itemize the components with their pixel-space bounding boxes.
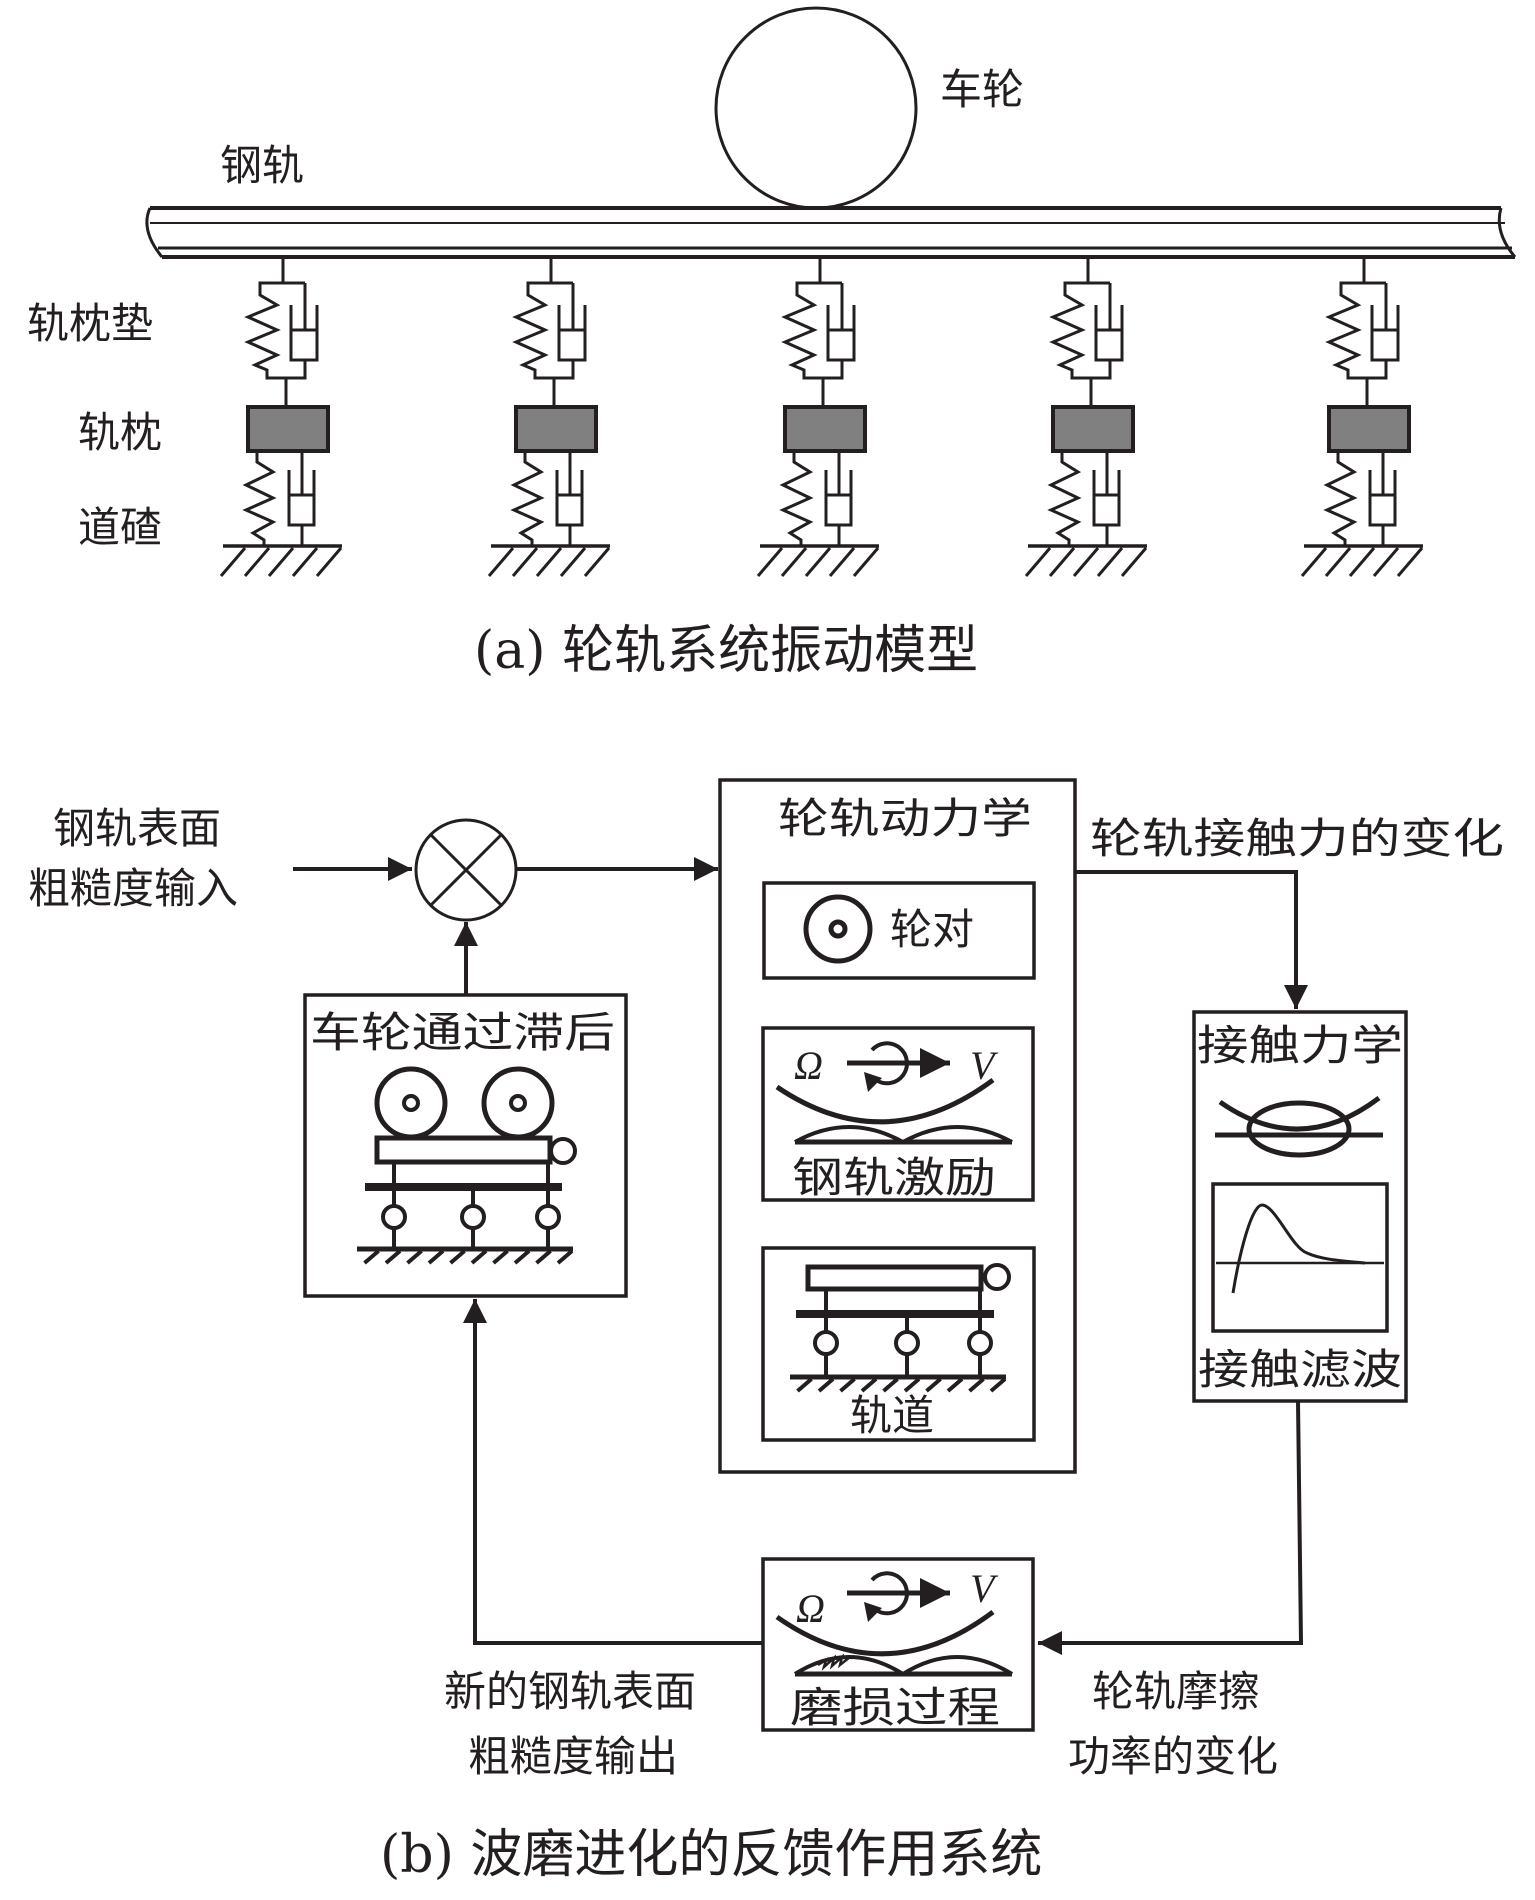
ground-hatch xyxy=(860,1377,878,1393)
ballast-label: 道碴 xyxy=(78,503,162,552)
friction-power-label-line2: 功率的变化 xyxy=(1068,1732,1278,1781)
contact-filter-graph-icon xyxy=(1211,1182,1389,1333)
ballast-spring-damper-icon xyxy=(1323,451,1397,546)
wheelset-subblock: 轮对 xyxy=(762,881,1036,980)
figure-b: 钢轨表面 粗糙度输入 车轮通过滞后 xyxy=(28,778,1504,1885)
track-subblock: 轨道 xyxy=(761,1246,1036,1442)
ground-hatch xyxy=(363,1249,380,1265)
ground-hatch xyxy=(903,1377,921,1393)
wear-process-label: 磨损过程 xyxy=(790,1683,1000,1732)
wheel-rail-dynamics-block: 轮轨动力学 轮对 Ω V xyxy=(718,778,1077,1474)
rail-pad-label: 轨枕垫 xyxy=(27,299,153,348)
ground-hatch xyxy=(406,1249,423,1265)
contact-filter-label: 接触滤波 xyxy=(1198,1345,1402,1394)
friction-power-arrow xyxy=(1038,1400,1304,1655)
contact-force-arrow xyxy=(1075,870,1308,1009)
ground-hatch xyxy=(882,1377,899,1393)
omega-symbol: Ω xyxy=(796,1586,825,1631)
track-label: 轨道 xyxy=(850,1391,934,1440)
rotation-arrow-icon xyxy=(847,1571,950,1622)
sleeper-label: 轨枕 xyxy=(78,408,162,457)
input-label-line2: 粗糙度输入 xyxy=(28,864,238,913)
rail-pad-spring-damper-icon xyxy=(1049,281,1124,380)
caption-a: (a) 轮轨系统振动模型 xyxy=(474,621,978,681)
ground-hatch xyxy=(535,1249,552,1265)
worn-rail-icon xyxy=(793,1653,1014,1677)
support-column xyxy=(1024,258,1148,577)
rail-pad-spring-damper-icon xyxy=(512,281,587,380)
friction-power-label-line1: 轮轨摩擦 xyxy=(1092,1667,1260,1716)
sleeper-block-icon xyxy=(514,405,598,453)
support-column xyxy=(1300,258,1424,577)
output-label-line2: 粗糙度输出 xyxy=(468,1732,678,1781)
rail-label: 钢轨 xyxy=(220,141,304,190)
sleeper-block-icon xyxy=(1051,405,1135,453)
sleeper-block-icon xyxy=(1327,405,1411,453)
vehicle-track-icon xyxy=(357,1066,577,1265)
ballast-spring-damper-icon xyxy=(779,451,853,546)
wheel-rail-dynamics-title: 轮轨动力学 xyxy=(778,794,1032,843)
input-label-line1: 钢轨表面 xyxy=(53,804,221,853)
output-label-line1: 新的钢轨表面 xyxy=(444,1667,696,1716)
caption-b: (b) 波磨进化的反馈作用系统 xyxy=(380,1825,1042,1885)
multiply-junction-icon xyxy=(414,818,518,922)
ground-hatch xyxy=(513,1249,531,1265)
ground-icon xyxy=(219,544,343,577)
support-column xyxy=(756,258,880,577)
sleeper-block-icon xyxy=(783,405,867,453)
wheel-label: 车轮 xyxy=(940,65,1024,114)
rail-supports xyxy=(219,258,1424,577)
omega-symbol: Ω xyxy=(794,1043,823,1088)
ground-hatch xyxy=(946,1377,964,1393)
wear-process-block: Ω V 磨损过程 xyxy=(761,1557,1035,1732)
contact-mechanics-block: 接触力学 接触滤波 xyxy=(1192,1010,1408,1403)
rail-roughness-icon xyxy=(794,1125,1013,1145)
wheelset-icon xyxy=(803,894,873,964)
velocity-symbol: V xyxy=(970,1566,999,1611)
wheel-passing-delay-block: 车轮通过滞后 xyxy=(303,993,628,1298)
wheel-passing-delay-title: 车轮通过滞后 xyxy=(310,1008,615,1057)
rail-excitation-label: 钢轨激励 xyxy=(792,1153,996,1202)
feedback-arrow xyxy=(463,1299,763,1645)
rail-pad-spring-damper-icon xyxy=(781,281,856,380)
ground-hatch xyxy=(817,1377,835,1393)
contact-patch-icon xyxy=(1215,1096,1383,1158)
ground-icon xyxy=(756,544,880,577)
ballast-spring-damper-icon xyxy=(510,451,584,546)
velocity-symbol: V xyxy=(970,1043,999,1088)
ballast-spring-damper-icon xyxy=(1047,451,1121,546)
rail-excitation-subblock: Ω V 钢轨激励 xyxy=(761,1026,1035,1202)
ground-hatch xyxy=(968,1377,985,1393)
ballast-spring-damper-icon xyxy=(242,451,316,546)
ground-icon xyxy=(1024,544,1148,577)
ground-hatch xyxy=(839,1377,856,1393)
figure-a: 车轮 钢轨 轨枕垫 轨枕 道碴 (a) 轮轨系统振动模型 xyxy=(27,6,1517,681)
rail-pad-spring-damper-icon xyxy=(244,281,319,380)
ground-hatch xyxy=(427,1249,445,1265)
wheel-arc-icon xyxy=(775,1609,995,1657)
rail-pad-spring-damper-icon xyxy=(1325,281,1400,380)
rail-icon xyxy=(145,206,1517,259)
track-icon xyxy=(790,1263,1011,1393)
ground-hatch xyxy=(796,1377,813,1393)
ground-hatch xyxy=(492,1249,509,1265)
ground-hatch xyxy=(925,1377,942,1393)
ground-icon xyxy=(487,544,611,577)
wheel-icon xyxy=(714,6,918,210)
sleeper-block-icon xyxy=(246,405,330,453)
ground-icon xyxy=(1300,544,1424,577)
ground-hatch xyxy=(470,1249,488,1265)
ground-hatch xyxy=(449,1249,466,1265)
contact-mechanics-title: 接触力学 xyxy=(1197,1021,1403,1070)
ground-hatch xyxy=(989,1377,1007,1393)
ground-hatch xyxy=(556,1249,574,1265)
ground-hatch xyxy=(384,1249,402,1265)
support-column xyxy=(487,258,611,577)
contact-force-label: 轮轨接触力的变化 xyxy=(1090,814,1504,863)
rotation-arrow-icon xyxy=(847,1041,950,1092)
wheel-arc-icon xyxy=(775,1077,995,1125)
wheelset-label: 轮对 xyxy=(890,905,974,954)
support-column xyxy=(219,258,343,577)
